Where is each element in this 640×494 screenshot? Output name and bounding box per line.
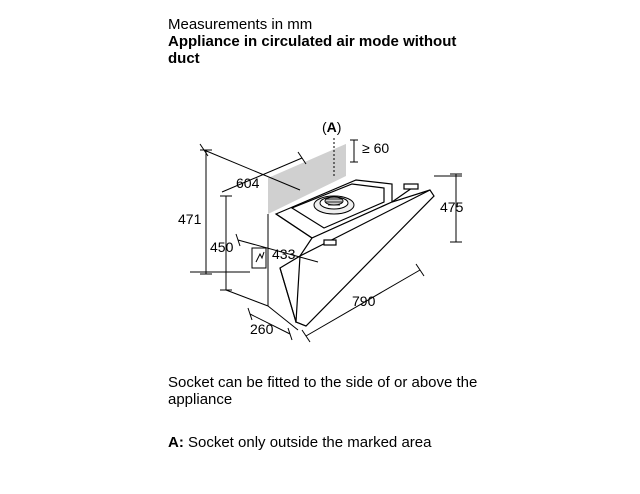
svg-text:(A): (A) bbox=[322, 119, 341, 135]
dimension-body-height bbox=[220, 195, 269, 307]
marker-a: (A) bbox=[322, 119, 341, 176]
dimension-hood-height bbox=[434, 173, 462, 243]
label-hood-height: 475 bbox=[440, 199, 464, 215]
fan-unit-icon bbox=[313, 195, 355, 215]
hood-body bbox=[279, 183, 435, 327]
marker-open: ( bbox=[322, 119, 327, 135]
dimension-total-height bbox=[190, 149, 250, 275]
page-header: Measurements in mm Appliance in circulat… bbox=[168, 16, 488, 67]
wall-outline bbox=[267, 214, 299, 331]
label-depth-bottom: 260 bbox=[250, 321, 274, 337]
dimension-depth-bottom bbox=[247, 307, 293, 341]
label-total-height: 471 bbox=[178, 211, 202, 227]
mode-title: Appliance in circulated air mode without… bbox=[168, 33, 457, 67]
measurements-label: Measurements in mm bbox=[168, 16, 313, 33]
label-depth-top: 433 bbox=[272, 246, 296, 262]
area-note: A: Socket only outside the marked area bbox=[168, 434, 508, 451]
area-note-text: Socket only outside the marked area bbox=[183, 434, 432, 451]
dimension-hood-length bbox=[301, 263, 425, 343]
dimension-width bbox=[199, 143, 307, 193]
socket-note: Socket can be fitted to the side of or a… bbox=[168, 374, 478, 408]
marker-close: ) bbox=[337, 119, 342, 135]
restricted-area bbox=[268, 144, 346, 214]
marker-letter: A bbox=[327, 119, 337, 135]
label-min-clearance: ≥ 60 bbox=[362, 140, 389, 156]
label-hood-length: 790 bbox=[352, 293, 376, 309]
restricted-area-top bbox=[332, 144, 346, 168]
area-note-prefix: A: bbox=[168, 434, 184, 451]
dimension-min-clearance bbox=[350, 139, 358, 163]
power-socket-icon bbox=[251, 247, 267, 269]
label-body-height: 450 bbox=[210, 239, 234, 255]
dimension-depth-top bbox=[235, 233, 319, 263]
label-width: 604 bbox=[236, 175, 260, 191]
